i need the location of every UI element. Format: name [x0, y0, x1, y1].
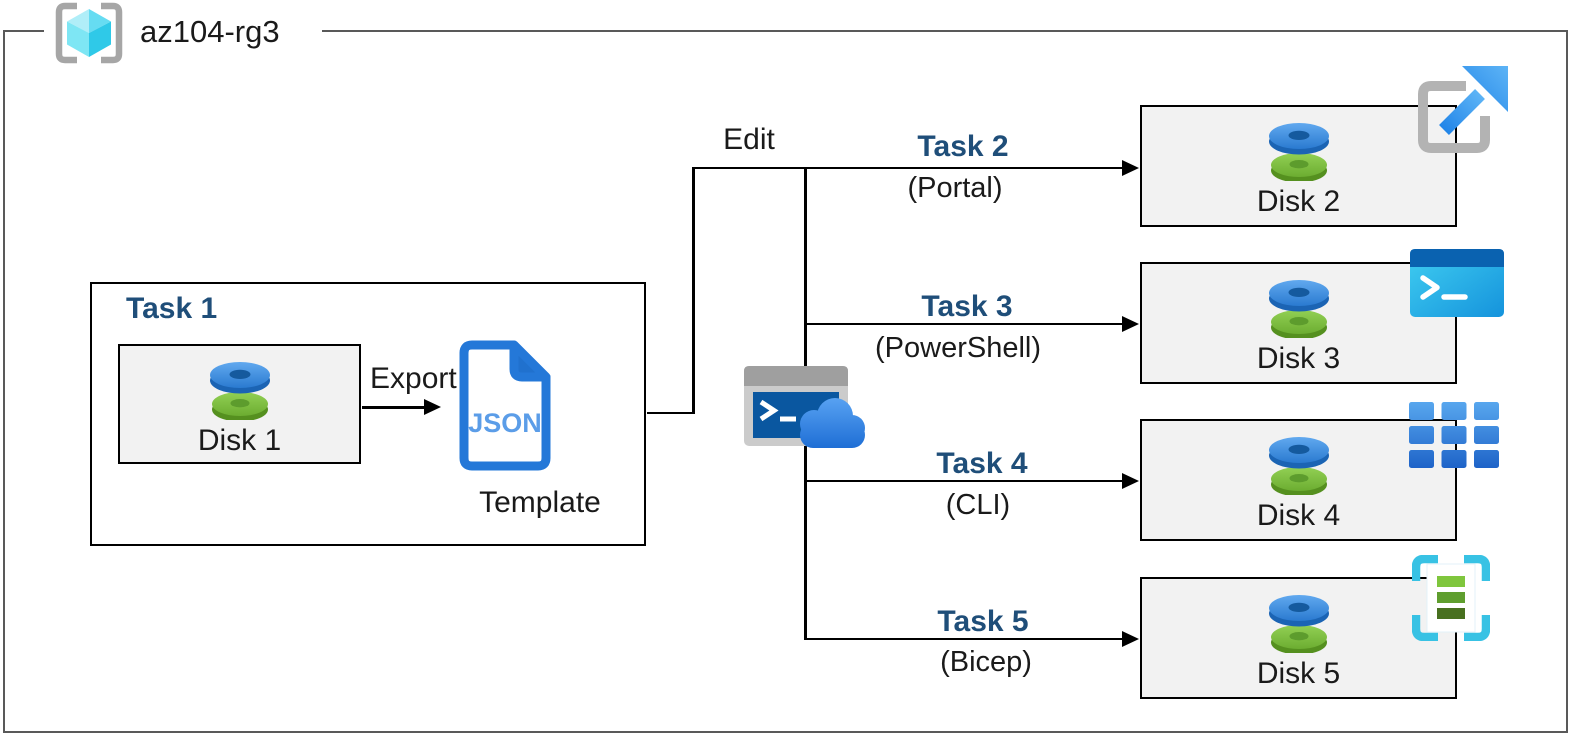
managed-disk-icon: [1267, 121, 1331, 181]
export-label: Export: [370, 362, 457, 395]
task2-title: Task 2: [917, 130, 1009, 163]
task4-method: (CLI): [945, 489, 1011, 521]
disk4-label: Disk 4: [1256, 499, 1341, 532]
task4-arrowhead: [1122, 472, 1139, 489]
task5-arrowhead: [1122, 630, 1139, 647]
powershell-icon: [1410, 249, 1504, 317]
template-label: Template: [479, 486, 601, 519]
cloud-shell-icon: [744, 366, 865, 448]
bicep-template-icon: [1412, 555, 1490, 641]
resource-group-icon: [55, 2, 123, 64]
disk1-box: Disk 1: [118, 344, 361, 464]
disk2-box: Disk 2: [1140, 105, 1457, 227]
connector-task3-line: [804, 322, 1124, 325]
disk5-box: Disk 5: [1140, 577, 1457, 699]
task5-title: Task 5: [937, 605, 1029, 638]
disk4-box: Disk 4: [1140, 419, 1457, 541]
disk5-label: Disk 5: [1256, 657, 1341, 690]
task1-title: Task 1: [126, 292, 218, 325]
managed-disk-icon: [208, 360, 272, 420]
disk2-label: Disk 2: [1256, 185, 1341, 218]
azure-portal-icon: [1418, 66, 1508, 153]
resource-group-frame: [3, 30, 1568, 733]
task3-arrowhead: [1122, 315, 1139, 332]
export-arrow-line: [362, 406, 424, 409]
connector-task4-line: [804, 479, 1124, 482]
azure-cli-icon: [1409, 402, 1499, 468]
connector-edit-up: [692, 166, 695, 414]
disk1-label: Disk 1: [197, 424, 282, 457]
task4-title: Task 4: [936, 447, 1028, 480]
edit-label: Edit: [723, 123, 775, 156]
task1-box: [90, 282, 646, 546]
connector-task1-exit: [647, 411, 694, 414]
task5-method: (Bicep): [940, 646, 1032, 678]
connector-task5-line: [804, 637, 1124, 640]
json-file-type-text: JSON: [468, 408, 542, 438]
frame-gap: [44, 25, 322, 37]
disk3-box: Disk 3: [1140, 262, 1457, 384]
export-arrowhead: [424, 399, 441, 415]
connector-task2-line: [692, 166, 1124, 169]
managed-disk-icon: [1267, 435, 1331, 495]
managed-disk-icon: [1267, 278, 1331, 338]
task3-method: (PowerShell): [875, 332, 1041, 364]
disk3-label: Disk 3: [1256, 342, 1341, 375]
managed-disk-icon: [1267, 593, 1331, 653]
task3-title: Task 3: [921, 290, 1013, 323]
resource-group-name: az104-rg3: [140, 14, 280, 49]
task2-arrowhead: [1122, 159, 1139, 176]
task2-method: (Portal): [907, 172, 1003, 204]
json-file-icon: JSON: [459, 340, 551, 471]
